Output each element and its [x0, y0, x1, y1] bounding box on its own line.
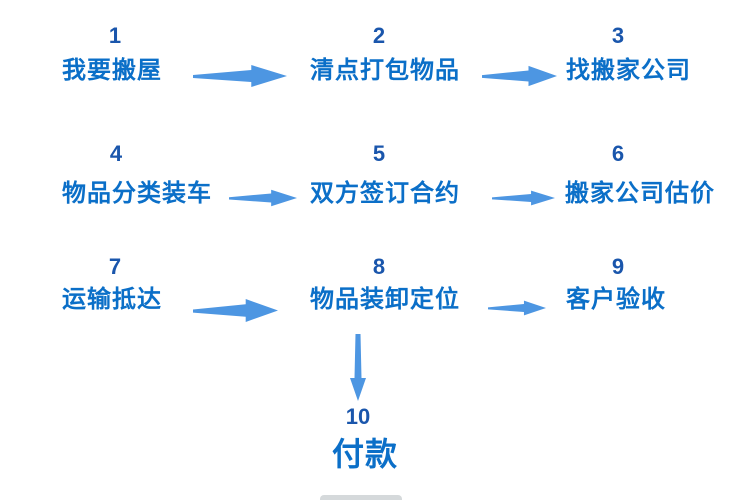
step-label-4: 物品分类装车 [62, 180, 212, 207]
step-label-5: 双方签订合约 [310, 180, 460, 207]
step-label-8: 物品装卸定位 [310, 286, 460, 313]
step-label-1: 我要搬屋 [62, 57, 162, 84]
step-label-6: 搬家公司估价 [565, 180, 715, 207]
step-number-1: 1 [108, 23, 122, 48]
step-number-3: 3 [611, 23, 625, 48]
step-label-2: 清点打包物品 [310, 57, 460, 84]
step-label-9: 客户验收 [566, 286, 666, 313]
arrow-right-icon [488, 300, 546, 316]
arrow-right-icon [482, 65, 557, 87]
step-number-10: 10 [345, 404, 371, 429]
cutoff-bottom-element [320, 495, 402, 500]
step-label-7: 运输抵达 [62, 286, 162, 313]
arrow-right-icon [193, 65, 287, 87]
step-number-2: 2 [372, 23, 386, 48]
step-number-5: 5 [372, 141, 386, 166]
step-number-7: 7 [108, 254, 122, 279]
step-number-9: 9 [611, 254, 625, 279]
step-label-3: 找搬家公司 [566, 57, 691, 84]
step-label-10: 付款 [331, 436, 398, 472]
step-number-4: 4 [109, 141, 123, 166]
arrow-right-icon [229, 189, 297, 207]
step-number-8: 8 [372, 254, 386, 279]
arrow-down-icon [350, 334, 366, 401]
step-number-6: 6 [611, 141, 625, 166]
arrow-right-icon [492, 190, 555, 206]
arrow-right-icon [193, 299, 278, 322]
